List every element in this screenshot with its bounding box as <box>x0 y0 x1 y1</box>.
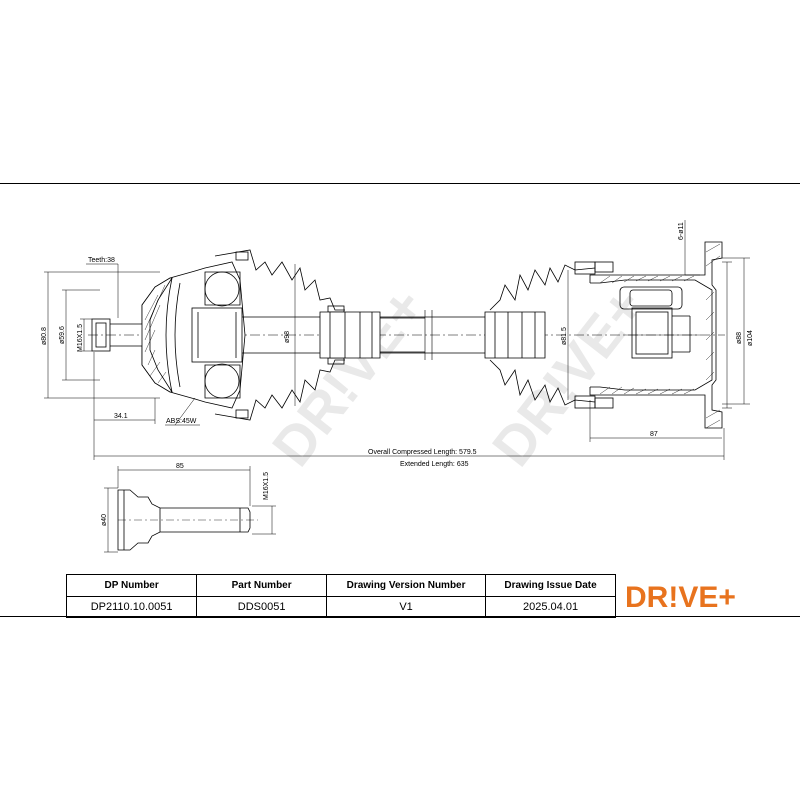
value-part-number: DDS0051 <box>196 596 327 618</box>
inner-cv-joint <box>589 241 723 429</box>
dim-bolt-d40: ø40 <box>101 514 108 526</box>
header-drawing-version: Drawing Version Number <box>325 574 487 597</box>
dim-d88: ø88 <box>736 332 743 344</box>
watermark-text: DR!VE+ <box>260 276 437 478</box>
dim-d98: ø98 <box>284 331 291 343</box>
value-issue-date: 2025.04.01 <box>485 596 616 618</box>
dim-abs: ABS:45W <box>166 418 197 425</box>
title-block-table: DP Number Part Number Drawing Version Nu… <box>65 574 616 618</box>
drive-logo: DR!VE+ <box>625 581 736 610</box>
dim-87: 87 <box>650 431 658 438</box>
dim-bolt-len: 85 <box>176 463 184 470</box>
watermark-text-2: DR!VE+ <box>480 276 657 478</box>
dim-d80-8: ø80.8 <box>41 327 48 345</box>
value-dp-number: DP2110.10.0051 <box>65 596 198 618</box>
dim-d59-6: ø59.6 <box>59 326 66 344</box>
dimension-lines <box>44 220 750 460</box>
teeth-label: Teeth:38 <box>88 257 115 264</box>
header-part-number: Part Number <box>196 574 327 597</box>
header-dp-number: DP Number <box>65 574 198 597</box>
outer-cv-joint <box>141 261 246 409</box>
drive-shaft <box>242 310 546 360</box>
dim-m16-left: M16X1.5 <box>77 324 84 352</box>
title-block-header-row: DP Number Part Number Drawing Version Nu… <box>65 574 616 597</box>
title-block-value-row: DP2110.10.0051 DDS0051 V1 2025.04.01 <box>65 596 616 618</box>
header-issue-date: Drawing Issue Date <box>485 574 616 597</box>
inner-boot <box>489 261 614 409</box>
logo-text: DR!VE+ <box>625 581 736 610</box>
dim-34-1: 34.1 <box>114 413 128 420</box>
watermark: DR!VE+ DR!VE+ <box>260 276 657 478</box>
dim-extended: Extended Length: 635 <box>400 461 469 468</box>
value-drawing-version: V1 <box>325 596 487 618</box>
left-stub-shaft <box>91 318 142 352</box>
dim-bolt-thread: M16X1.5 <box>263 472 270 500</box>
dim-overall: Overall Compressed Length: 579.5 <box>368 449 477 456</box>
bolt <box>104 466 276 553</box>
dim-six-holes: 6-ø11 <box>678 222 685 240</box>
dim-d104: ø104 <box>747 330 754 346</box>
dim-d81-5: ø81.5 <box>561 327 568 345</box>
